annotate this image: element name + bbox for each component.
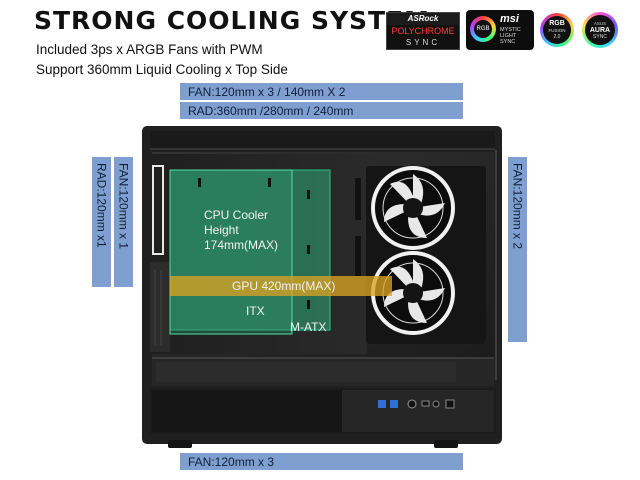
- feature-line-fans: Included 3ps x ARGB Fans with PWM: [36, 42, 263, 57]
- msi-light-text: LIGHT: [500, 33, 517, 39]
- usb-a-port-1: [378, 400, 386, 408]
- front-io-panel: [342, 390, 494, 432]
- gpu-zone: [170, 276, 392, 296]
- case-foot-right: [434, 440, 458, 448]
- top-radiator-support-label: RAD:360mm /280mm / 240mm: [180, 102, 463, 119]
- power-button-icon: [407, 399, 417, 409]
- right-fan-support-label: FAN:120mm x 2: [508, 157, 527, 342]
- asus-aura-sync-logo: ASUS AURA SYNC: [582, 12, 618, 48]
- gpu-length-label: GPU 420mm(MAX): [232, 279, 336, 293]
- front-fan-lower: [371, 251, 455, 335]
- msi-mystic-text: MYSTIC: [500, 27, 521, 33]
- msi-brand: msi: [500, 13, 519, 25]
- msi-rgb-badge: RGB: [474, 20, 492, 38]
- itx-label: ITX: [246, 304, 265, 318]
- msi-sync-text: SYNC: [500, 39, 516, 45]
- asus-brand: ASUS: [593, 20, 607, 26]
- page-title: STRONG COOLING SYSTEM: [34, 6, 431, 35]
- feature-line-cooling: Support 360mm Liquid Cooling x Top Side: [36, 62, 288, 77]
- reset-button-icon: [445, 399, 455, 409]
- cpu-cooler-label: CPU Cooler Height 174mm(MAX): [204, 208, 278, 253]
- audio-jack-icon: [432, 400, 440, 408]
- rgb-fusion-rgb-text: RGB: [549, 19, 565, 27]
- asrock-sync-text: SYNC: [405, 38, 441, 47]
- asus-sync-text: SYNC: [593, 33, 607, 40]
- usb-c-port: [421, 400, 430, 407]
- rgb-fusion-fusion-text: FUSION: [548, 27, 566, 33]
- bottom-mesh: [152, 390, 342, 432]
- front-fan-upper: [371, 166, 455, 250]
- asrock-polychrome-text: POLYCHROME: [391, 26, 455, 36]
- cpu-cooler-line-1: CPU Cooler: [204, 208, 269, 222]
- asrock-brand: ASRock: [387, 13, 459, 25]
- rgb-fusion-version-text: 2.0: [553, 33, 561, 40]
- cpu-cooler-line-3: 174mm(MAX): [204, 238, 279, 252]
- asrock-polychrome-logo: ASRock POLYCHROME SYNC: [386, 12, 460, 50]
- case-foot-left: [168, 440, 192, 448]
- motherboard-zone: [169, 169, 331, 331]
- asus-aura-text: AURA: [589, 26, 611, 34]
- left-radiator-support-label: RAD:120mm x1: [92, 157, 111, 287]
- top-fan-support-label: FAN:120mm x 3 / 140mm X 2: [180, 83, 463, 100]
- bottom-fan-support-label: FAN:120mm x 3: [180, 453, 463, 470]
- itx-zone: [169, 169, 293, 335]
- left-fan-support-label: FAN:120mm x 1: [114, 157, 133, 287]
- cpu-cooler-line-2: Height: [204, 223, 239, 237]
- usb-a-port-2: [390, 400, 398, 408]
- msi-mystic-light-logo: RGB msi MYSTIC LIGHT SYNC: [466, 10, 534, 50]
- msi-rgb-ring-icon: RGB: [470, 16, 496, 42]
- matx-label: M-ATX: [290, 320, 327, 334]
- gigabyte-rgb-fusion-logo: RGB FUSION 2.0: [540, 13, 574, 47]
